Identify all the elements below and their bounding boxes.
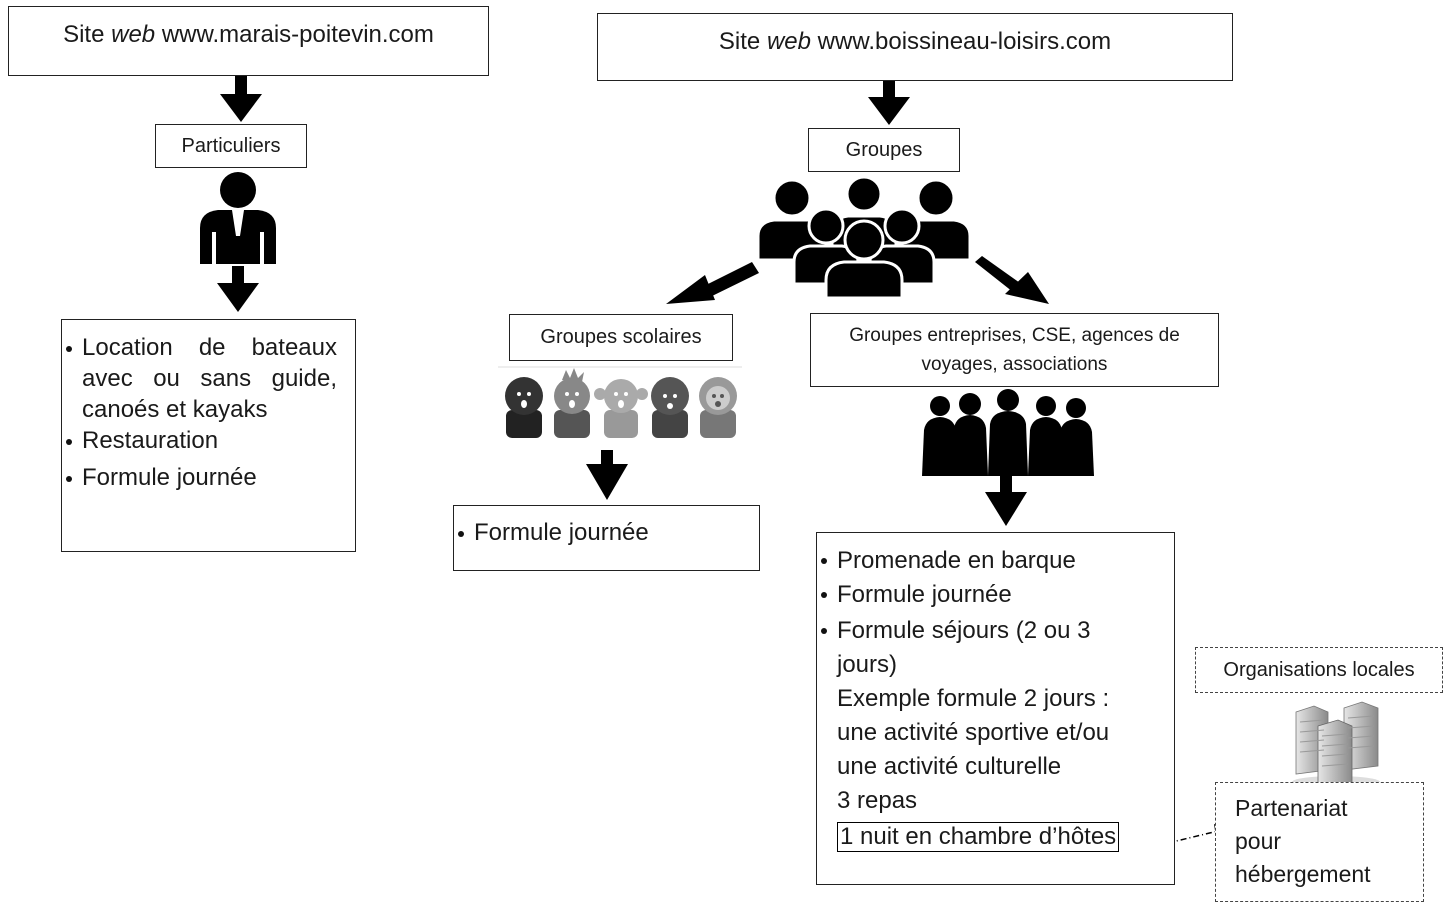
down-arrow-site2 <box>868 80 910 125</box>
scolaires-list-box: Formule journée <box>453 505 760 571</box>
partner-connector <box>1167 830 1219 844</box>
down-arrow-scolaires <box>586 450 628 500</box>
list-item: 3 repas <box>837 787 918 814</box>
entreprises-list: Promenade en barque Formule journée Form… <box>817 544 1174 854</box>
scolaires-list: Formule journée <box>454 517 759 548</box>
organisations-box: Organisations locales <box>1195 647 1443 693</box>
list-item: Formule séjours (2 ou 3 jours) <box>817 614 1174 682</box>
partenariat-box: Partenariat pour hébergement <box>1215 782 1424 902</box>
organisations-label: Organisations locales <box>1223 658 1415 681</box>
diag-arrow-left <box>666 262 759 304</box>
list-item: Formule journée <box>454 517 759 548</box>
children-icon <box>498 366 742 438</box>
list-item: Exemple formule 2 jours : <box>837 685 1110 712</box>
entreprises-box: Groupes entreprises, CSE, agences de voy… <box>810 313 1219 387</box>
scolaires-label: Groupes scolaires <box>540 326 702 348</box>
partenariat-label: Partenariat pour hébergement <box>1235 795 1371 887</box>
diag-arrow-right <box>975 256 1049 304</box>
particuliers-label: Particuliers <box>181 134 281 157</box>
particuliers-list-box: Location de bateaux avec ou sans guide, … <box>61 319 356 552</box>
entreprises-label: Groupes entreprises, CSE, agences de voy… <box>849 325 1180 375</box>
list-item: 1 nuit en chambre d’hôtes <box>817 820 1174 854</box>
down-arrow-particuliers <box>217 266 259 312</box>
site1-text: Site web www.marais-poitevin.com <box>63 21 434 48</box>
chambre-hotes-box: 1 nuit en chambre d’hôtes <box>837 822 1120 852</box>
list-item: Formule journée <box>62 462 337 493</box>
site2-box: Site web www.boissineau-loisirs.com <box>597 13 1233 81</box>
groupes-label: Groupes <box>845 138 923 161</box>
down-arrow-entreprises <box>985 476 1027 526</box>
buildings-icon <box>1292 701 1380 788</box>
person-icon <box>200 172 276 264</box>
groupes-box: Groupes <box>808 128 960 172</box>
list-item: une activité sportive et/ou une activité… <box>837 719 1110 780</box>
particuliers-box: Particuliers <box>155 124 307 168</box>
list-item: Restauration <box>62 425 337 456</box>
list-item: Formule journée <box>817 578 1174 612</box>
scolaires-box: Groupes scolaires <box>509 314 733 361</box>
list-item: Location de bateaux avec ou sans guide, … <box>62 332 337 425</box>
site2-text: Site web www.boissineau-loisirs.com <box>718 28 1112 55</box>
list-item: Promenade en barque <box>817 544 1174 578</box>
business-people-icon <box>922 389 1094 476</box>
down-arrow-site1 <box>220 76 262 122</box>
entreprises-list-box: Promenade en barque Formule journée Form… <box>816 532 1175 885</box>
site1-box: Site web www.marais-poitevin.com <box>8 6 489 76</box>
group-people-icon <box>756 175 972 300</box>
particuliers-list: Location de bateaux avec ou sans guide, … <box>62 332 337 493</box>
